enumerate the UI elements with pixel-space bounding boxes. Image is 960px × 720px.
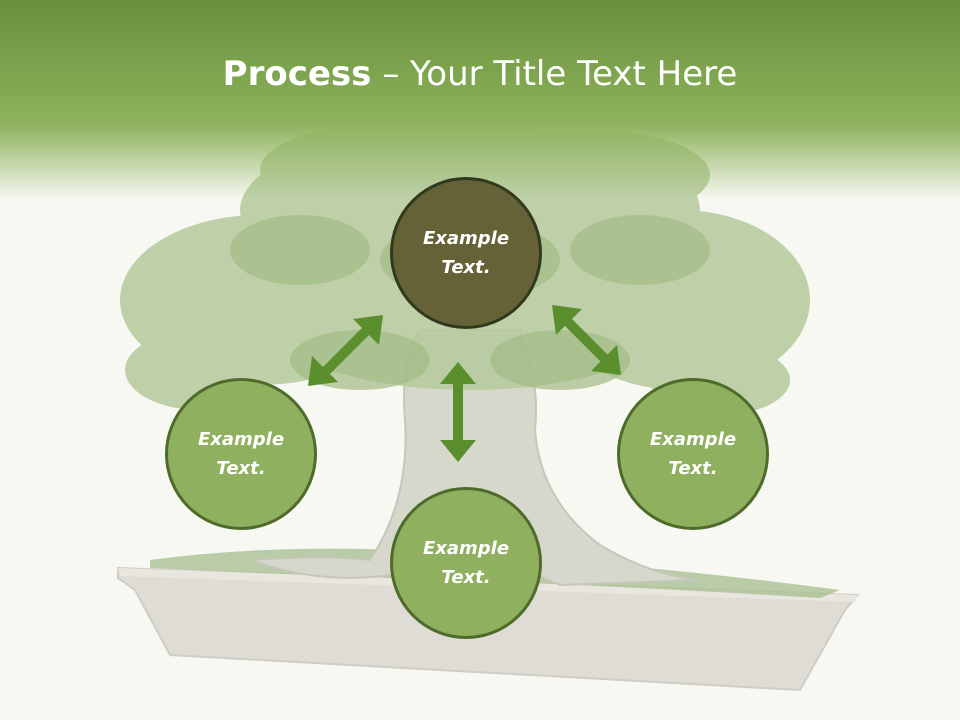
process-circle-left[interactable]: Example Text. (165, 378, 317, 530)
process-circle-bottom[interactable]: Example Text. (390, 487, 542, 639)
process-circle-bottom-label: Example Text. (422, 538, 510, 588)
arrow-right-diagonal (552, 305, 621, 375)
title-rest: Your Title Text Here (410, 54, 738, 94)
header-band (0, 0, 960, 200)
title-bold: Process (222, 54, 372, 94)
process-circle-right[interactable]: Example Text. (617, 378, 769, 530)
process-circle-left-label: Example Text. (197, 429, 285, 479)
process-circle-top[interactable]: Example Text. (390, 177, 542, 329)
arrow-left-diagonal (308, 315, 383, 386)
slide-title: Process – Your Title Text Here (0, 50, 960, 98)
process-circle-top-label: Example Text. (422, 228, 510, 278)
process-circle-right-label: Example Text. (649, 429, 737, 479)
arrow-vertical (440, 362, 476, 462)
title-separator: – (371, 54, 411, 94)
